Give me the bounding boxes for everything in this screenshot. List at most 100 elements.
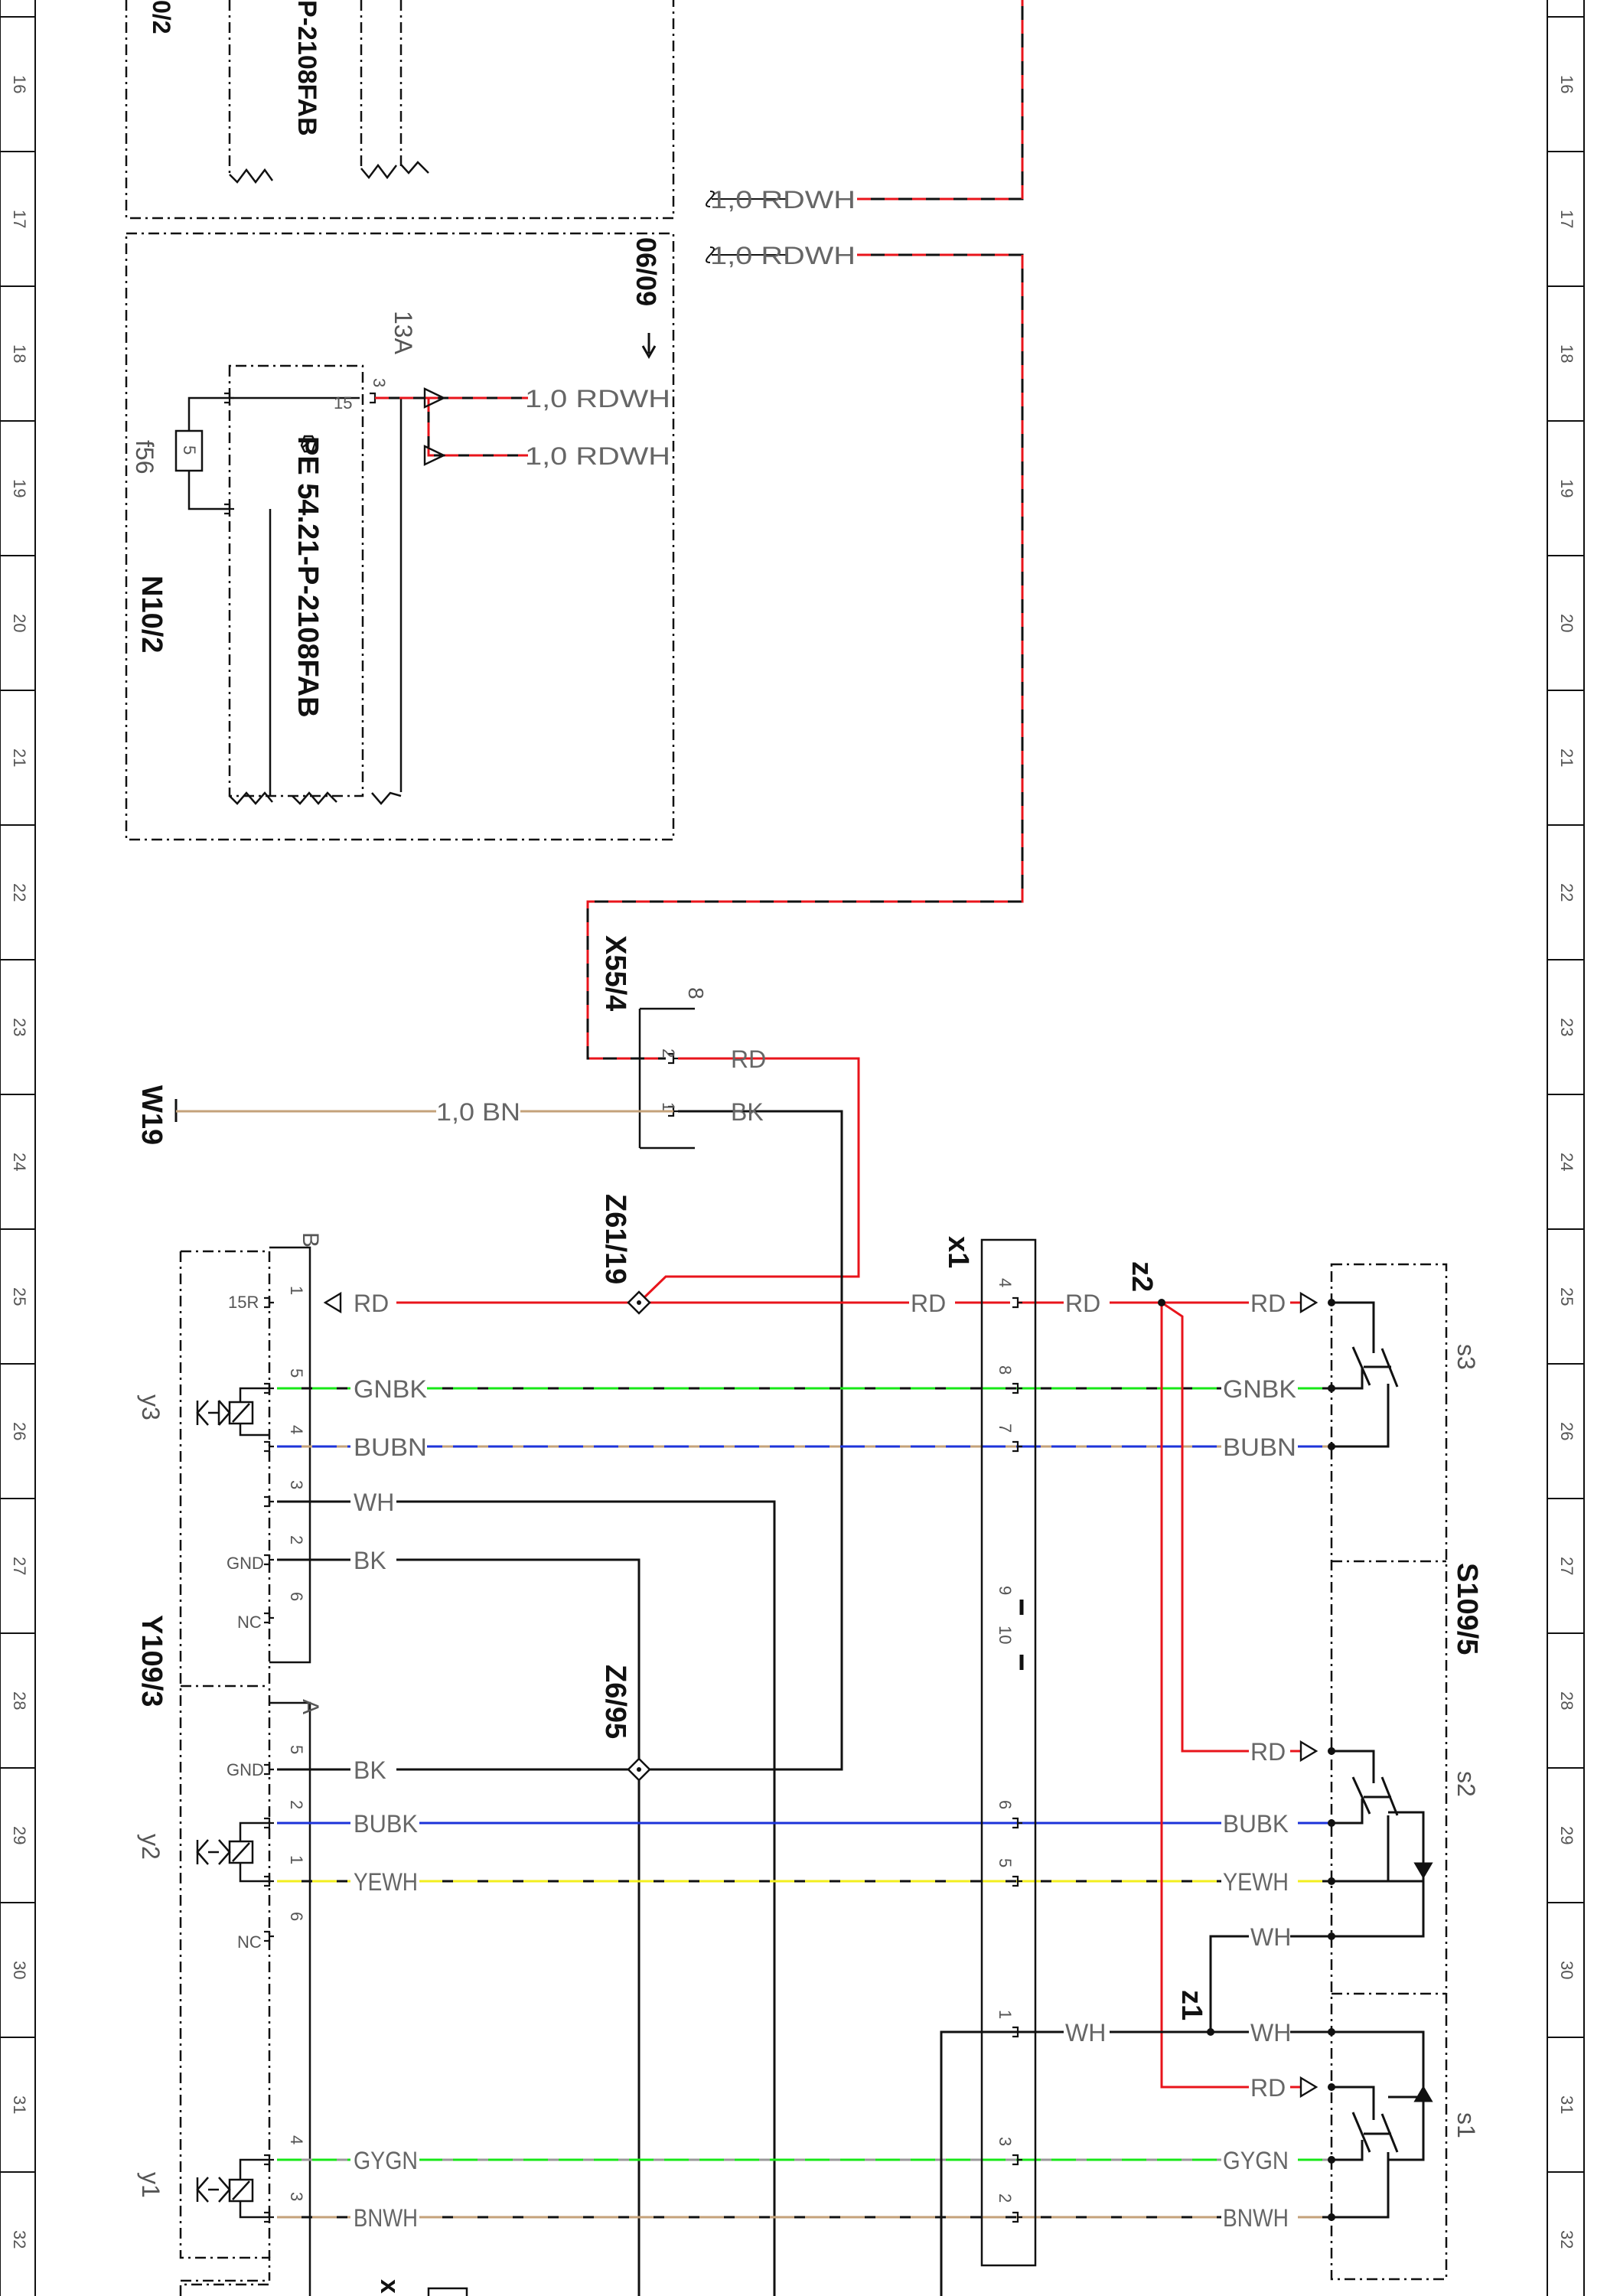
row-number: 18 — [10, 344, 29, 363]
row-number: 25 — [10, 1287, 29, 1306]
row-number: 27 — [1557, 1557, 1576, 1575]
x55-bk-label: BK — [731, 1098, 764, 1126]
arrow-icon — [1299, 2076, 1318, 2098]
pin-number: 5 — [996, 1858, 1015, 1867]
connector-pin — [262, 1554, 275, 1566]
wire-label: WH — [1250, 1923, 1291, 1951]
pin-number: 10 — [996, 1626, 1015, 1644]
y109-3-conn-a: A — [298, 1699, 323, 1714]
pin-number: 6 — [996, 1800, 1015, 1809]
arrow-icon — [324, 1292, 342, 1313]
x1-wh-label: WH — [1065, 2019, 1106, 2047]
hand-pointer-icon — [300, 435, 317, 453]
wire-label: BNWH — [1223, 2204, 1289, 2232]
pin-number: 8 — [996, 1365, 1015, 1375]
pin-number: 9 — [996, 1586, 1015, 1595]
row-number: 26 — [10, 1422, 29, 1440]
connector-pin — [262, 1495, 275, 1508]
pin-number: 2 — [996, 2193, 1015, 2203]
fuse-f56-label: f56 — [131, 440, 158, 474]
x1-pin-numbers: 4 8 7 9 10 6 5 1 3 2 — [996, 1278, 1015, 2203]
x55-4-connector — [638, 1007, 695, 1150]
row-number: 22 — [1557, 883, 1576, 902]
z6-95-label: Z6/95 — [599, 1665, 631, 1739]
y109-3-conn-b: B — [298, 1232, 323, 1247]
connector-pin — [262, 1612, 275, 1624]
row-number: 22 — [10, 883, 29, 902]
y109-3-label: Y109/3 — [135, 1615, 168, 1707]
pin-number: 3 — [287, 2192, 306, 2201]
row-number: 28 — [1557, 1691, 1576, 1710]
wire-label-rdwh-2: 1,0 RDWH — [710, 242, 856, 269]
row-number: 16 — [1557, 75, 1576, 93]
pin-number: 1 — [287, 1855, 306, 1864]
x55-4-label: X55/4 — [599, 935, 631, 1011]
s-junction-dots — [1328, 1299, 1335, 2221]
row-number: 21 — [1557, 748, 1576, 767]
pin-number: 5 — [287, 1745, 306, 1754]
x55-4-pin-1: 1 — [659, 1102, 678, 1111]
w19-label: W19 — [135, 1085, 168, 1145]
pin-number: 4 — [287, 2135, 306, 2144]
n10-2-pin-3: 3 — [370, 378, 389, 387]
arrow-icon — [423, 387, 446, 466]
n10-2-top-module — [125, 0, 675, 220]
s-label-backgrounds — [1221, 1292, 1298, 2229]
pin-number: 3 — [996, 2137, 1015, 2146]
row-number: 29 — [1557, 1826, 1576, 1844]
x1-rd-right-label: RD — [1065, 1290, 1100, 1317]
y-wire-labels: RD GNBK BUBN WH BK BK BUBK YEWH GYGN BNW… — [354, 1290, 427, 2232]
y109-3-module — [179, 1246, 311, 2296]
n10-2-top-ref: P-2108FAB — [292, 0, 321, 136]
row-number: 25 — [1557, 1287, 1576, 1306]
pin-number: 7 — [996, 1424, 1015, 1433]
wire-label: WH — [354, 1489, 394, 1516]
s109-5-module — [1330, 1263, 1448, 2281]
connector-pin — [262, 1296, 275, 1309]
wire-label: GYGN — [1223, 2147, 1289, 2174]
arrow-icon — [1299, 1740, 1318, 1762]
wire-label: YEWH — [354, 1868, 418, 1896]
grid-ticks — [0, 16, 1584, 2173]
x1-connector — [980, 1238, 1037, 2267]
wire-break-icon — [706, 191, 715, 263]
x55-rd-label: RD — [731, 1045, 766, 1073]
row-number: 24 — [1557, 1153, 1576, 1171]
pin-number: 4 — [996, 1278, 1015, 1287]
y109-3-pin-numbers: 1 5 4 3 2 6 5 2 1 6 4 3 — [287, 1286, 306, 2201]
splice-z2 — [1158, 1299, 1165, 1306]
y1-label: y1 — [137, 2172, 165, 2198]
row-number: 17 — [10, 210, 29, 228]
wire-label: GYGN — [354, 2147, 418, 2174]
wire-label-rdwh-4: 1,0 RDWH — [525, 442, 670, 470]
z2-label: z2 — [1126, 1261, 1158, 1292]
frame — [0, 0, 1585, 2296]
row-number: 19 — [1557, 479, 1576, 497]
n10-2-pin-15: 15 — [334, 393, 352, 413]
wire-label: RD — [1250, 1290, 1286, 1317]
fuse-rating: 13A — [390, 311, 417, 355]
pin-number: 6 — [287, 1912, 306, 1921]
row-number: 24 — [10, 1153, 29, 1171]
row-number: 30 — [10, 1961, 29, 1979]
wire-label: YEWH — [1223, 1868, 1289, 1896]
page-ref: 06/09 — [631, 237, 662, 306]
x1-pins — [1011, 1296, 1024, 2223]
rdwh-wires — [375, 0, 1024, 1060]
connector-pin — [262, 1440, 275, 1453]
wire-label-bn: 1,0 BN — [436, 1098, 520, 1126]
row-number: 23 — [1557, 1018, 1576, 1036]
z1-label: z1 — [1175, 1990, 1208, 2020]
row-number: 30 — [1557, 1961, 1576, 1979]
x55-4-pin-2: 2 — [659, 1049, 678, 1058]
n10-2-top-label: 0/2 — [148, 0, 175, 34]
s1-label: s1 — [1452, 2112, 1480, 2138]
wire-label-rdwh-3: 1,0 RDWH — [525, 385, 670, 413]
wire-label: BNWH — [354, 2204, 418, 2232]
row-number: 21 — [10, 748, 29, 767]
n10-2-label: N10/2 — [135, 576, 168, 653]
row-number: 26 — [1557, 1422, 1576, 1440]
connector-pin — [262, 1930, 275, 1942]
